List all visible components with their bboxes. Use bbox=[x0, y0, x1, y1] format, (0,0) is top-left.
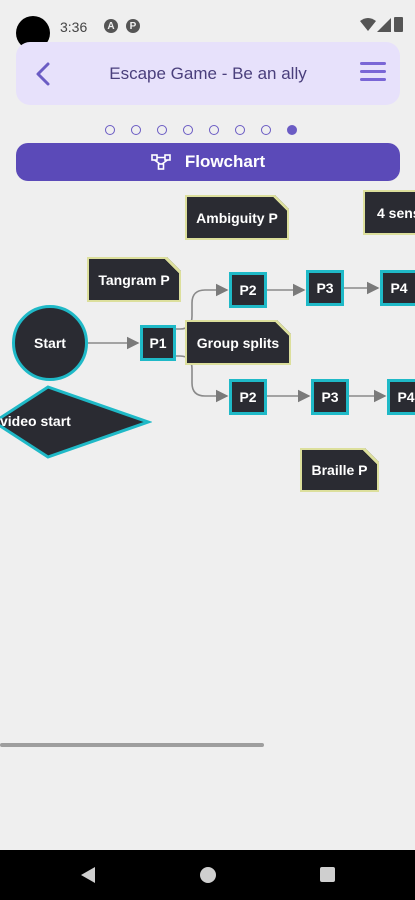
diamond-shape bbox=[0, 385, 153, 459]
node-p4-top[interactable]: P4 bbox=[380, 270, 415, 306]
note-braille-label: Braille P bbox=[311, 462, 368, 478]
node-video-start[interactable]: video start bbox=[0, 385, 153, 459]
node-start[interactable]: Start bbox=[12, 305, 88, 381]
wifi-icon bbox=[360, 18, 376, 31]
notification-a-icon: A bbox=[104, 19, 118, 33]
nav-home-icon[interactable] bbox=[200, 867, 216, 883]
note-4-sens[interactable]: 4 sens bbox=[363, 190, 415, 235]
tab-flowchart[interactable]: Flowchart bbox=[16, 143, 400, 181]
page-dot[interactable] bbox=[235, 125, 245, 135]
node-video-start-label: video start bbox=[0, 413, 71, 429]
nav-recents-icon[interactable] bbox=[320, 867, 335, 882]
tab-flowchart-label: Flowchart bbox=[184, 152, 266, 171]
node-p3-top-label: P3 bbox=[316, 280, 334, 296]
node-start-label: Start bbox=[34, 335, 66, 351]
status-bar: 3:36 A P bbox=[0, 0, 415, 50]
nav-back-icon[interactable] bbox=[80, 866, 96, 884]
flowchart-edges bbox=[88, 281, 387, 403]
note-4-sens-label: 4 sens bbox=[377, 204, 413, 221]
node-p4-bottom[interactable]: P4 bbox=[387, 379, 415, 415]
page-dot[interactable] bbox=[183, 125, 193, 135]
system-nav-bar bbox=[0, 850, 415, 900]
node-p1-label: P1 bbox=[149, 335, 167, 351]
page-title: Escape Game - Be an ally bbox=[109, 64, 307, 83]
notification-p-icon: P bbox=[126, 19, 140, 33]
note-braille[interactable]: Braille P bbox=[300, 448, 379, 492]
signal-icon bbox=[377, 18, 391, 32]
note-tangram-label: Tangram P bbox=[98, 271, 170, 288]
note-group-splits-label: Group splits bbox=[196, 334, 280, 351]
note-group-splits[interactable]: Group splits bbox=[185, 320, 291, 365]
battery-icon bbox=[394, 17, 403, 32]
hamburger-menu-icon[interactable] bbox=[360, 62, 386, 86]
node-p3-bottom[interactable]: P3 bbox=[311, 379, 349, 415]
node-p4-bottom-label: P4 bbox=[397, 389, 415, 405]
node-p2-top[interactable]: P2 bbox=[229, 272, 267, 308]
node-p3-top[interactable]: P3 bbox=[306, 270, 344, 306]
page-dot[interactable] bbox=[287, 125, 297, 135]
page-dot[interactable] bbox=[261, 125, 271, 135]
flowchart-canvas[interactable] bbox=[0, 186, 415, 746]
node-p2-bottom[interactable]: P2 bbox=[229, 379, 267, 415]
node-p2-top-label: P2 bbox=[239, 282, 257, 298]
back-arrow-icon[interactable] bbox=[30, 60, 58, 88]
note-ambiguity-label: Ambiguity P bbox=[196, 209, 278, 226]
note-ambiguity[interactable]: Ambiguity P bbox=[185, 195, 289, 240]
horizontal-scrollbar[interactable] bbox=[0, 743, 264, 747]
flowchart-icon bbox=[151, 154, 171, 170]
node-p3-bottom-label: P3 bbox=[321, 389, 339, 405]
page-indicator bbox=[105, 125, 297, 135]
note-tangram[interactable]: Tangram P bbox=[87, 257, 181, 302]
page-dot[interactable] bbox=[105, 125, 115, 135]
node-p1[interactable]: P1 bbox=[140, 325, 176, 361]
page-dot[interactable] bbox=[157, 125, 167, 135]
top-app-bar: Escape Game - Be an ally bbox=[16, 42, 400, 105]
node-p2-bottom-label: P2 bbox=[239, 389, 257, 405]
status-time: 3:36 bbox=[60, 19, 88, 35]
page-dot[interactable] bbox=[131, 125, 141, 135]
node-p4-top-label: P4 bbox=[390, 280, 408, 296]
page-dot[interactable] bbox=[209, 125, 219, 135]
